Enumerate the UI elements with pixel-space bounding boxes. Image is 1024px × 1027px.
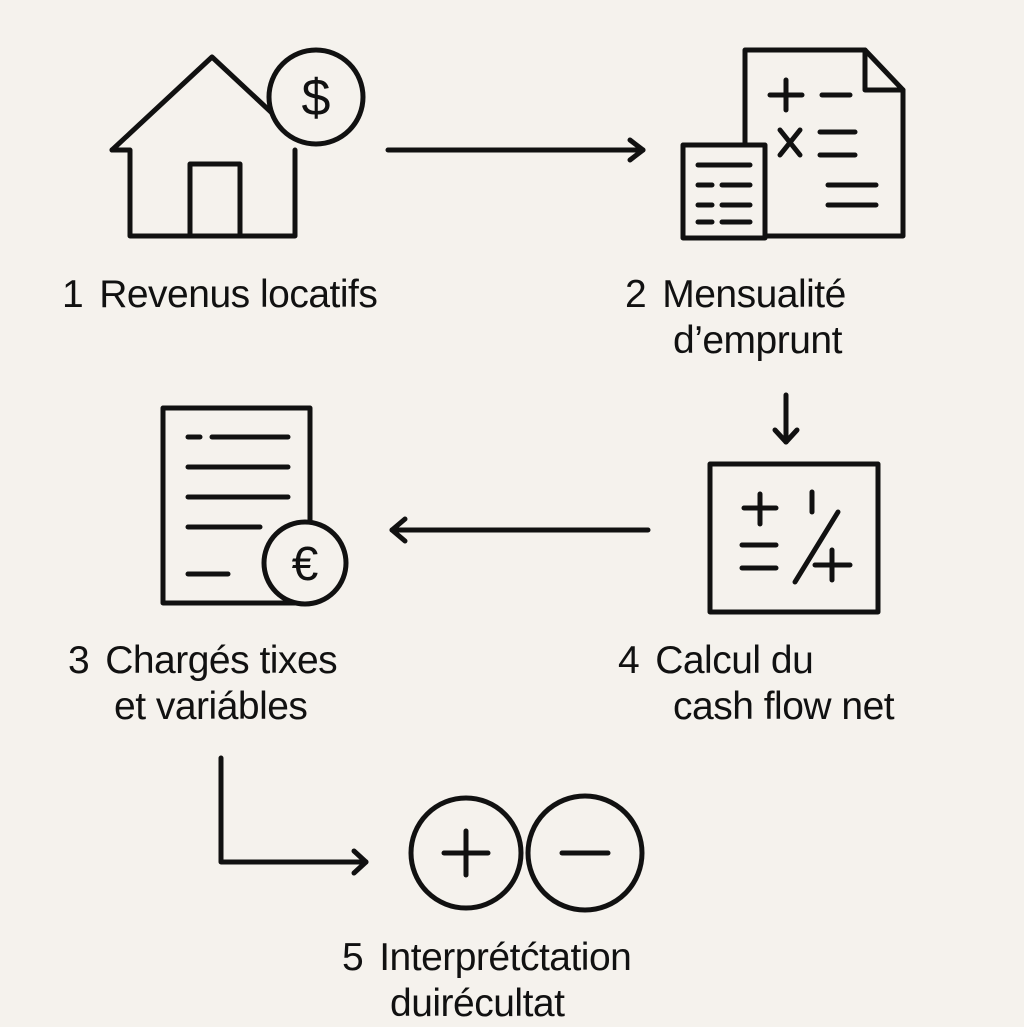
step-number: 4 (618, 639, 640, 682)
step-5-label: 5 Interprétćtation duirécultat (342, 935, 632, 1027)
step-number: 3 (68, 639, 90, 682)
plus-circle-icon (408, 795, 524, 911)
loan-document-calculator-icon (680, 47, 906, 241)
step-title-line2: d’emprunt (673, 319, 842, 362)
dollar-coin-icon: $ (266, 47, 366, 147)
step-1-label: 1 Revenus locatifs (62, 272, 378, 318)
arrow-left (389, 516, 651, 544)
step-3-label: 3 Chargés tixes et variábles (68, 638, 338, 730)
step-title: Calcul du (655, 639, 814, 682)
calculation-box-icon (707, 461, 881, 615)
step-title: Mensualité (662, 273, 846, 316)
expense-document-icon (160, 405, 313, 606)
svg-text:$: $ (302, 69, 331, 127)
step-title-line2: et variábles (114, 685, 308, 728)
step-title-line2: duirécultat (390, 982, 565, 1025)
step-number: 1 (62, 273, 84, 316)
step-title: Chargés tixes (105, 639, 338, 682)
step-number: 2 (625, 273, 647, 316)
svg-text:€: € (292, 538, 319, 591)
arrow-elbow (218, 755, 369, 876)
step-title: Interprétćtation (379, 936, 632, 979)
euro-coin-icon: € (261, 519, 349, 607)
step-4-label: 4 Calcul du cash flow net (618, 638, 895, 730)
step-number: 5 (342, 936, 364, 979)
step-title-line2: cash flow net (673, 685, 895, 728)
arrow-right (385, 137, 646, 163)
house-icon (109, 54, 298, 239)
step-title: Revenus locatifs (99, 273, 378, 316)
arrow-down (772, 392, 800, 445)
step-2-label: 2 Mensualité d’emprunt (625, 272, 846, 364)
minus-circle-icon (525, 793, 645, 913)
